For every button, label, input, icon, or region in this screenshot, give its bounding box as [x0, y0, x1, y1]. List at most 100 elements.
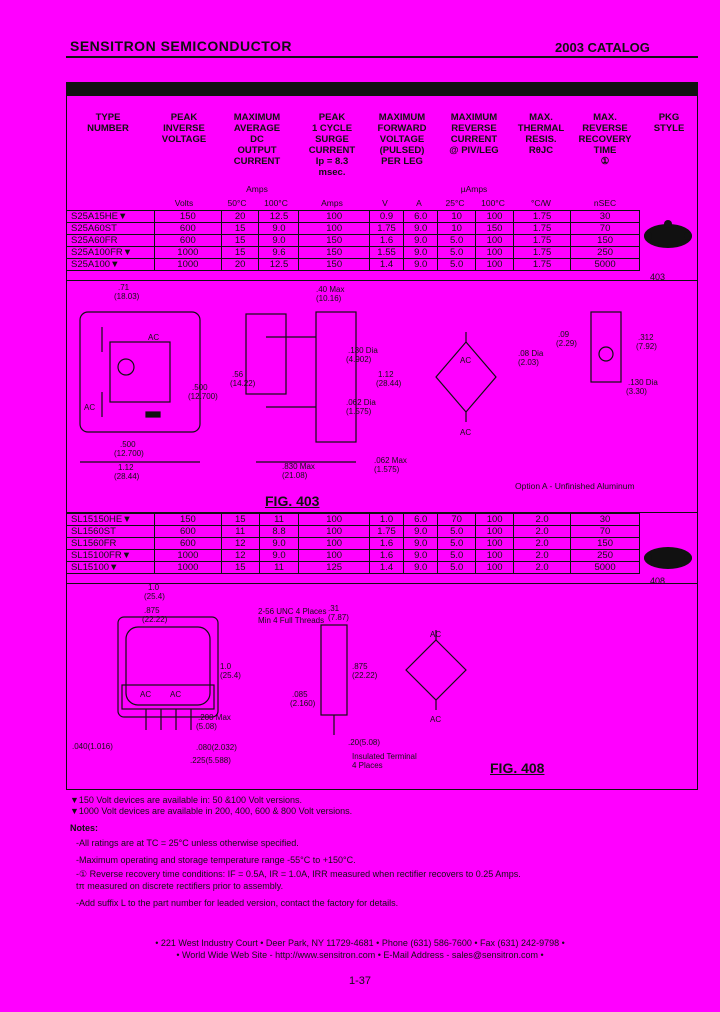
dimension-label: .40 Max — [316, 285, 345, 294]
dimension-label: .71 — [118, 283, 130, 292]
table-cell: 1.75 — [513, 234, 572, 247]
table-cell: 9.0 — [403, 561, 439, 574]
table-cell: 70 — [570, 222, 640, 235]
table-cell: 1.6 — [368, 549, 405, 562]
table-cell: 150 — [298, 258, 370, 271]
table-cell: 20 — [220, 210, 260, 223]
table-cell: 5.0 — [437, 258, 477, 271]
dimension-label: AC — [148, 333, 160, 342]
table-cell: 9.0 — [258, 549, 300, 562]
note-line: -Maximum operating and storage temperatu… — [76, 855, 356, 865]
table-cell: SL1560ST — [66, 525, 155, 538]
table-cell: 9.0 — [403, 258, 439, 271]
unit-label: Volts — [174, 198, 194, 208]
table-cell: 9.0 — [258, 537, 300, 550]
unit-label: °C/W — [531, 198, 551, 208]
table-cell: 125 — [298, 561, 370, 574]
dimension-label: (1.575) — [346, 407, 372, 416]
table-cell: 1.75 — [513, 258, 572, 271]
table-cell: 100 — [475, 561, 515, 574]
table-cell: 10 — [437, 210, 477, 223]
table-cell: SL15100▼ — [66, 561, 155, 574]
dimension-label: AC — [460, 428, 472, 437]
dimension-label: 1.0 — [220, 662, 232, 671]
dimension-label: (1.575) — [374, 465, 400, 474]
dimension-label: .875 — [352, 662, 368, 671]
table-cell: 1.4 — [368, 561, 405, 574]
catalog-title: 2003 CATALOG — [555, 40, 650, 55]
table-cell: 9.0 — [403, 525, 439, 538]
column-header: PKG STYLE — [653, 112, 685, 134]
column-header: PEAK INVERSE VOLTAGE — [161, 112, 207, 145]
dimension-label: (2.160) — [290, 699, 316, 708]
table-cell: 1000 — [153, 549, 222, 562]
table-cell: 1.75 — [368, 525, 405, 538]
dimension-label: (14.22) — [230, 379, 256, 388]
table-cell: 8.8 — [258, 525, 300, 538]
table-cell: 100 — [298, 222, 370, 235]
column-header: MAXIMUM AVERAGE DC OUTPUT CURRENT — [233, 112, 281, 167]
table-cell: SL1560FR — [66, 537, 155, 550]
table-cell: SL15150HE▼ — [66, 513, 155, 526]
table-cell: 9.0 — [258, 234, 300, 247]
dimension-label: (2.03) — [518, 358, 539, 367]
dimension-label: (4.902) — [346, 355, 372, 364]
dimension-label: (7.87) — [328, 613, 349, 622]
table-cell: 15 — [220, 246, 260, 259]
table-cell: 100 — [475, 234, 515, 247]
table-cell: 100 — [298, 537, 370, 550]
table-cell: 11 — [258, 513, 300, 526]
fig408-title: FIG. 408 — [490, 760, 545, 776]
table-cell: 9.0 — [403, 549, 439, 562]
table-cell: 150 — [298, 234, 370, 247]
table-cell: 1.55 — [368, 246, 405, 259]
table-cell: S25A100FR▼ — [66, 246, 155, 259]
table-cell: 5.0 — [437, 549, 477, 562]
note-line: -All ratings are at TC = 25°C unless oth… — [76, 838, 299, 848]
dimension-label: .080(2.032) — [196, 743, 237, 752]
company-name: SENSITRON SEMICONDUCTOR — [70, 38, 293, 54]
table-cell: 100 — [475, 549, 515, 562]
table-cell: 250 — [570, 549, 640, 562]
column-header: TYPE NUMBER — [87, 112, 129, 134]
dimension-label: .56 — [232, 370, 244, 379]
table-cell: 600 — [153, 234, 222, 247]
dimension-label: (28.44) — [114, 472, 140, 481]
header-rule — [66, 56, 698, 58]
unit-label: A — [416, 198, 422, 208]
fig403-drawing — [79, 311, 622, 463]
column-header: MAXIMUM REVERSE CURRENT @ PIV/LEG — [449, 112, 499, 156]
unit-label: Amps — [246, 184, 268, 194]
table-cell: 5000 — [570, 561, 640, 574]
table-cell: 1.75 — [368, 222, 405, 235]
table-cell: 150 — [298, 246, 370, 259]
unit-label: V — [382, 198, 388, 208]
column-header: PEAK 1 CYCLE SURGE CURRENT Ip = 8.3 msec… — [308, 112, 356, 178]
table-cell: 15 — [220, 561, 260, 574]
column-header: MAXIMUM FORWARD VOLTAGE (PULSED) PER LEG — [377, 112, 427, 167]
dimension-label: .130 Dia — [348, 346, 378, 355]
table-cell: 5.0 — [437, 525, 477, 538]
table-cell: SL15100FR▼ — [66, 549, 155, 562]
table-cell: 10 — [437, 222, 477, 235]
dimension-label: AC — [460, 356, 472, 365]
unit-label: 100°C — [264, 198, 288, 208]
table-cell: 600 — [153, 222, 222, 235]
table-cell: 9.0 — [258, 222, 300, 235]
title-band — [66, 82, 698, 96]
table-cell: 6.0 — [403, 210, 439, 223]
table-cell: 12 — [220, 549, 260, 562]
table-cell: 2.0 — [513, 537, 572, 550]
dimension-label: (12.700) — [188, 392, 218, 401]
fig403-title: FIG. 403 — [265, 493, 320, 509]
dimension-label: .085 — [292, 690, 308, 699]
table-cell: 1000 — [153, 246, 222, 259]
column-header: MAX. THERMAL RESIS. RθJC — [517, 112, 565, 156]
unit-label: 25°C — [445, 198, 465, 208]
